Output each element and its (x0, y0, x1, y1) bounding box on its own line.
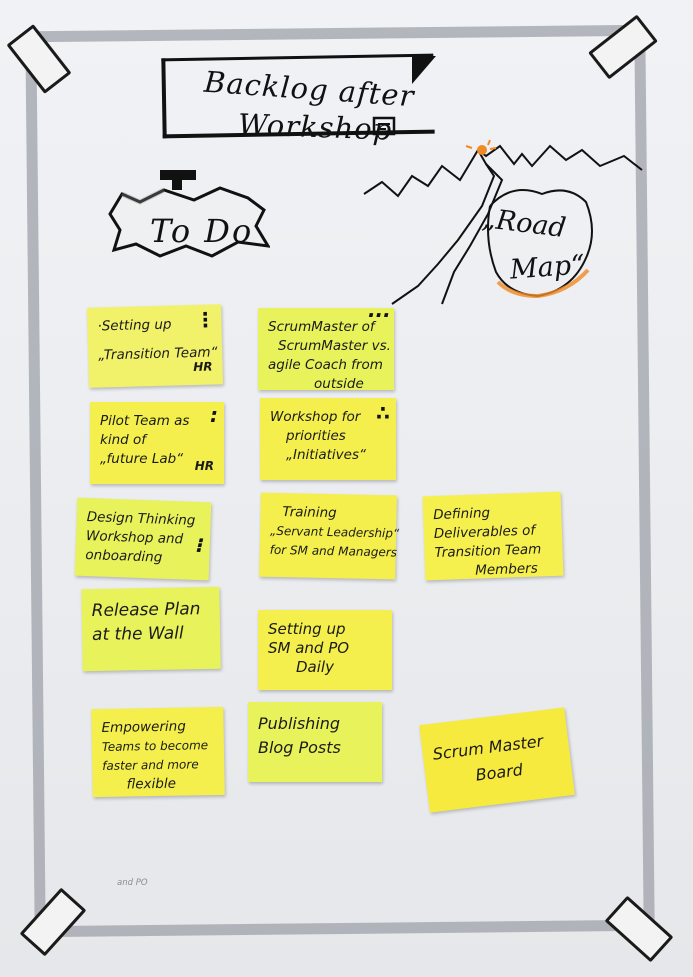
note-line: agile Coach from (268, 357, 383, 373)
priority-dots-icon: ⋮ (195, 307, 216, 332)
note-line: for SM and Managers (269, 542, 398, 560)
note-line: „Initiatives“ (286, 447, 366, 463)
board-icon (372, 116, 396, 136)
hammer-icon (160, 170, 196, 190)
note-line: „future Lab“ (100, 451, 184, 467)
note-line: Setting up (268, 620, 346, 638)
roadmap-mountains-drawing (363, 139, 643, 305)
todo-bubble-shape (108, 186, 270, 258)
sticky-note-release-plan: Release Plan at the Wall (81, 586, 221, 672)
note-line: ScrumMaster of (268, 319, 375, 335)
note-line: ScrumMaster vs. (278, 338, 391, 354)
sticky-note-pilot-team: Pilot Team as kind of „future Lab“ HR : (90, 402, 224, 484)
note-line: Training (282, 504, 337, 522)
note-line: Empowering (101, 718, 186, 736)
note-line: „Servant Leadership“ (269, 523, 400, 541)
sticky-note-deliverables: Defining Deliverables of Transition Team… (422, 491, 564, 581)
sticky-note-workshop-priorities: Workshop for priorities „Initiatives“ ∴ (260, 398, 396, 480)
note-line: Release Plan (91, 599, 201, 622)
note-line: at the Wall (91, 623, 184, 646)
note-line: onboarding (85, 547, 163, 566)
sticky-note-transition-team: ·Setting up „Transition Team“ HR ⋮ (86, 304, 224, 388)
note-line: kind of (100, 432, 146, 448)
note-line: priorities (286, 428, 346, 444)
note-tag: HR (194, 459, 214, 473)
sticky-note-servant-leadership: Training „Servant Leadership“ for SM and… (259, 492, 400, 580)
priority-dots-icon: ⁝ (195, 532, 205, 558)
priority-dots-icon: : (210, 403, 218, 427)
note-line: Blog Posts (258, 738, 341, 757)
sticky-note-design-thinking: Design Thinking Workshop and onboarding … (74, 497, 212, 581)
todo-label: To Do (150, 212, 254, 250)
note-line: Pilot Team as (100, 413, 190, 429)
sticky-note-blog-posts: Publishing Blog Posts (248, 702, 382, 782)
note-line: Daily (296, 658, 334, 676)
sticky-note-scrum-master-board: Scrum Master Board (419, 707, 575, 813)
note-line: outside (314, 376, 364, 392)
note-line: Workshop for (270, 409, 361, 425)
priority-dots-icon: ∴ (376, 401, 390, 425)
note-line: Publishing (258, 714, 341, 733)
faint-pencil-note: and PO (117, 878, 148, 888)
note-tag: HR (193, 359, 213, 375)
note-line: Teams to become (101, 738, 209, 754)
roadmap-label-line-2: Map“ (509, 249, 586, 286)
sticky-note-scrummaster: ScrumMaster of ScrumMaster vs. agile Coa… (258, 303, 394, 392)
note-line: flexible (126, 775, 177, 793)
sticky-note-empowering-teams: Empowering Teams to become faster and mo… (91, 706, 225, 798)
note-line: faster and more (102, 757, 199, 773)
sticky-note-sm-po-daily: Setting up SM and PO Daily (258, 610, 392, 690)
priority-dots-icon: ··· (367, 303, 390, 327)
note-line: SM and PO (268, 639, 350, 657)
title-flag-corner (412, 56, 436, 84)
